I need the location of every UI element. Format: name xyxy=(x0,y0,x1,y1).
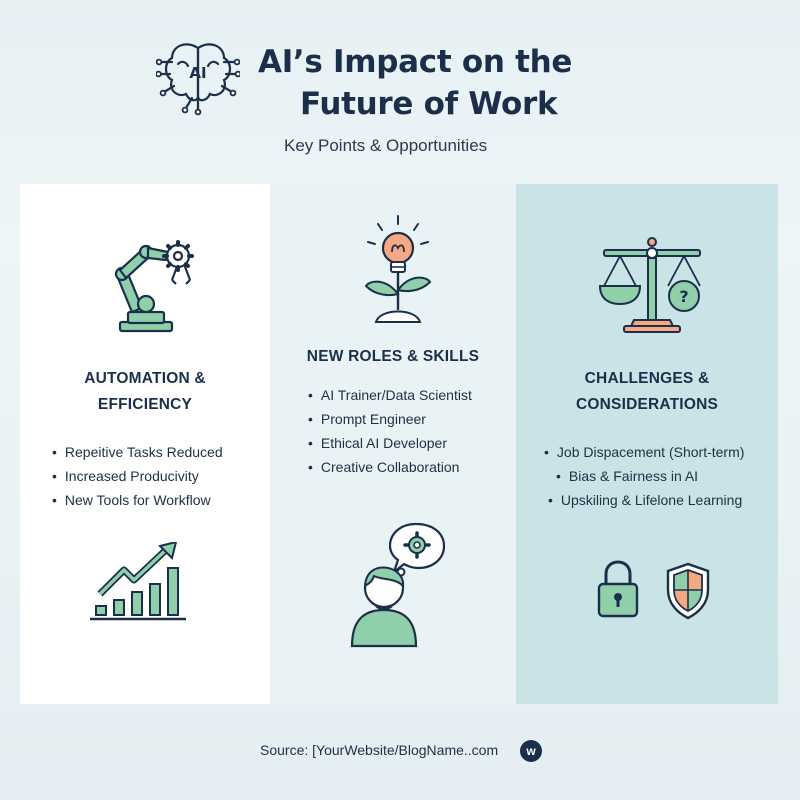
list-item: Increased Producivity xyxy=(52,464,223,488)
column-automation: AUTOMATION & EFFICIENCY Repeitive Tasks … xyxy=(20,184,270,704)
list-item: Creative Collaboration xyxy=(308,455,472,479)
list-item: Prompt Engineer xyxy=(308,407,472,431)
column-title-line1: AUTOMATION & xyxy=(84,370,206,387)
page-subtitle: Key Points & Opportunities xyxy=(284,136,488,155)
list-item: Job Dispacement (Short-term) xyxy=(544,440,745,464)
list-item: Bias & Fairness in AI xyxy=(544,464,744,488)
brain-label: AI xyxy=(189,64,206,82)
column-new-roles: NEW ROLES & SKILLS AI Trainer/Data Scien… xyxy=(270,184,516,704)
site-logo-icon: w xyxy=(520,740,542,762)
person-thinking-gear-icon xyxy=(350,522,446,648)
column-title-line2: EFFICIENCY xyxy=(97,396,193,413)
bullet-list: Job Dispacement (Short-term) Bias & Fair… xyxy=(544,440,745,512)
source-citation: Source: [YourWebsite/BlogName..com xyxy=(260,742,499,758)
header: AI AI’s Impact on the Future of Work Key… xyxy=(0,0,800,180)
column-challenges: ? CHALLENGES & CONSIDERATIONS Job Dispac… xyxy=(516,184,778,704)
column-title: NEW ROLES & SKILLS xyxy=(306,348,480,365)
balance-scale-question-icon: ? xyxy=(598,237,701,333)
lightbulb-plant-icon xyxy=(364,215,432,323)
list-item: AI Trainer/Data Scientist xyxy=(308,383,472,407)
padlock-icon xyxy=(597,560,639,618)
column-title-line1: CHALLENGES & xyxy=(584,370,710,387)
list-item: Upskiling & Lifelone Learning xyxy=(544,488,744,512)
list-item: Ethical AI Developer xyxy=(308,431,472,455)
growth-chart-icon xyxy=(90,542,186,621)
ai-brain-icon: AI xyxy=(156,43,240,116)
list-item: New Tools for Workflow xyxy=(52,488,223,512)
page-title-line2: Future of Work xyxy=(300,86,558,122)
page-title-line1: AI’s Impact on the xyxy=(258,44,573,80)
shield-icon xyxy=(666,562,710,620)
list-item: Repeitive Tasks Reduced xyxy=(52,440,223,464)
question-mark: ? xyxy=(679,287,688,306)
bullet-list: AI Trainer/Data Scientist Prompt Enginee… xyxy=(308,383,472,479)
bullet-list: Repeitive Tasks Reduced Increased Produc… xyxy=(52,440,223,512)
column-title-line2: CONSIDERATIONS xyxy=(575,396,719,413)
robot-arm-gear-icon xyxy=(114,240,194,333)
